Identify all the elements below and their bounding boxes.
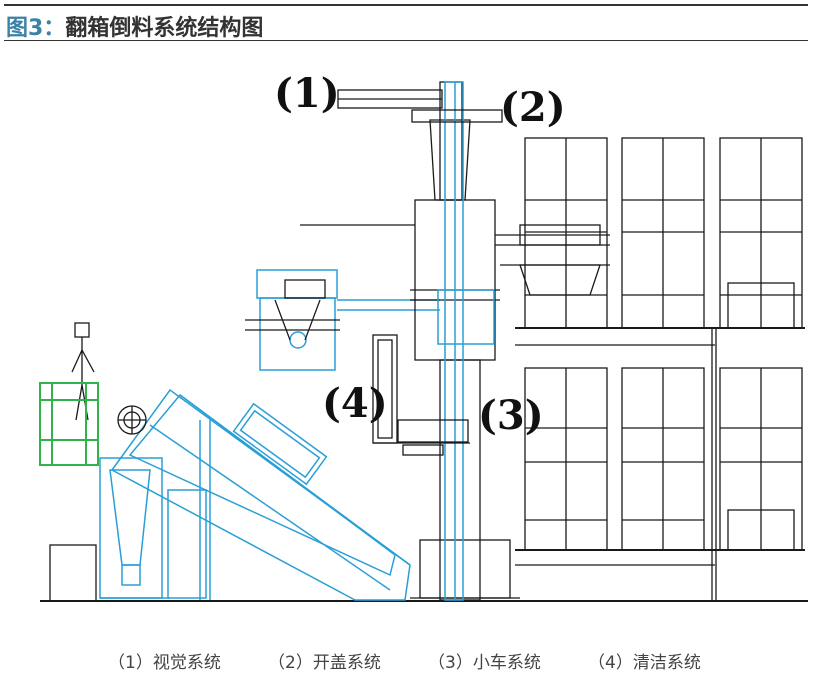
- storage-rack-lower: [515, 328, 805, 601]
- tilting-conveyor: [110, 388, 411, 601]
- callout-2: (2): [500, 84, 566, 131]
- figure-title-bar: 图3：翻箱倒料系统结构图: [0, 0, 813, 42]
- storage-rack-upper: [515, 137, 805, 346]
- gripper-arms: [245, 279, 340, 341]
- operator-figure: [71, 322, 95, 421]
- legend-item-lid-opening: （2）开盖系统: [268, 653, 381, 673]
- central-column: [410, 81, 520, 601]
- brush-wheel: [117, 405, 147, 435]
- central-column-blue: [437, 81, 495, 601]
- figure-title: 图3：翻箱倒料系统结构图: [6, 10, 263, 42]
- callout-4: (4): [322, 380, 388, 427]
- diagram-drawing: [39, 81, 808, 602]
- left-cabinet: [49, 544, 97, 602]
- legend-item-vision: （1）视觉系统: [108, 653, 221, 673]
- figure-title-text: 翻箱倒料系统结构图: [65, 16, 264, 41]
- lid-opener: [495, 224, 610, 296]
- legend: （1）视觉系统 （2）开盖系统 （3）小车系统 （4）清洁系统: [0, 648, 813, 674]
- cleaning-unit: [372, 334, 470, 456]
- title-rule-top: [4, 4, 808, 6]
- callout-1: (1): [274, 70, 340, 117]
- legend-item-cart: （3）小车系统: [428, 653, 541, 673]
- figure-label: 图3：: [6, 16, 66, 41]
- legend-item-cleaning: （4）清洁系统: [588, 653, 701, 673]
- title-rule-bottom: [4, 40, 808, 41]
- operator-platform: [39, 382, 99, 466]
- conveyor-base: [99, 457, 207, 599]
- callout-3: (3): [478, 392, 544, 439]
- vision-arm: [300, 89, 503, 226]
